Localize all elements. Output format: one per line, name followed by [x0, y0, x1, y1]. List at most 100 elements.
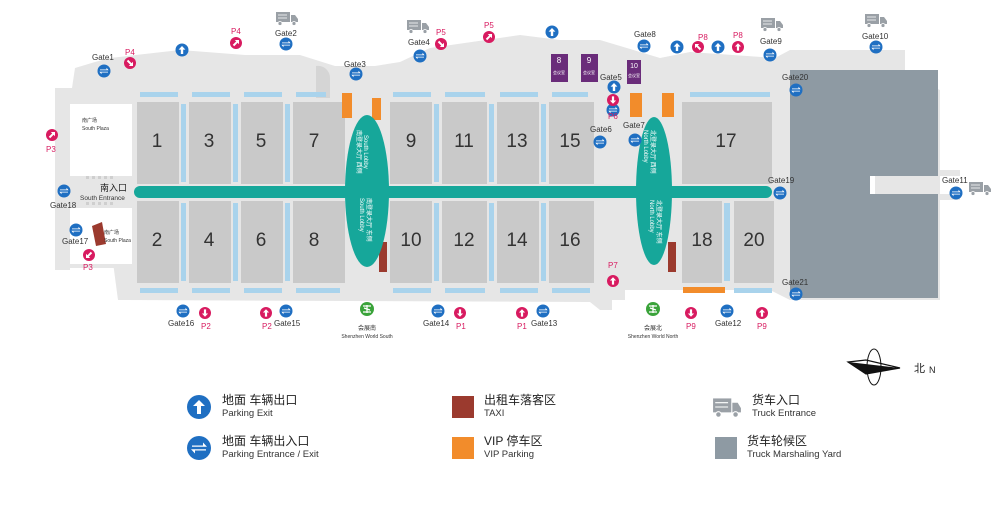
hall-15: [549, 102, 594, 184]
hall-1: [137, 102, 179, 184]
hall-14: [497, 201, 539, 283]
svg-text:South Entrance: South Entrance: [80, 195, 125, 202]
svg-text:Gate19: Gate19: [768, 176, 795, 185]
truck-icon: [713, 398, 741, 418]
svg-text:会议室: 会议室: [583, 69, 595, 75]
hall-3: [189, 102, 231, 184]
area-labels: 南广场 South Plaza 南广场 South Plaza 南入口 Sout…: [80, 117, 131, 244]
svg-text:13: 13: [506, 131, 527, 152]
svg-text:Gate14: Gate14: [423, 319, 450, 328]
svg-text:Gate9: Gate9: [760, 37, 782, 46]
north-lobby: [636, 117, 672, 265]
hall-2: [137, 201, 179, 283]
legend-label-en: Truck Entrance: [752, 408, 817, 419]
legend-label-cn: 出租车落客区: [484, 393, 557, 407]
svg-text:P5: P5: [484, 21, 494, 30]
svg-text:会议室: 会议室: [553, 69, 565, 75]
svg-text:9: 9: [587, 56, 592, 65]
hall-numbers: 1 2 3 4 5 6 7 8 9 10 11 12 13 14 15 16 1…: [152, 131, 765, 251]
hall-4: [189, 201, 231, 283]
hall-18: [682, 201, 722, 283]
svg-text:18: 18: [691, 230, 712, 251]
svg-text:Gate8: Gate8: [634, 30, 656, 39]
lobby-labels: 南登录大厅 西侧 South Lobby 南登录大厅 东侧 South Lobb…: [355, 130, 663, 244]
legend-label-en: TAXI: [484, 408, 505, 419]
svg-text:10: 10: [400, 230, 421, 251]
svg-text:Gate15: Gate15: [274, 319, 301, 328]
svg-text:Gate20: Gate20: [782, 73, 809, 82]
svg-text:South Plaza: South Plaza: [82, 126, 109, 132]
svg-text:北: 北: [914, 362, 925, 375]
blue-strips: [140, 92, 772, 293]
svg-text:7: 7: [309, 131, 320, 152]
svg-text:Gate16: Gate16: [168, 319, 195, 328]
halls-south-row: [137, 201, 774, 283]
svg-text:9: 9: [406, 131, 417, 152]
svg-text:Gate3: Gate3: [344, 60, 366, 69]
legend-label-cn: 货车入口: [752, 393, 801, 407]
vip-parking-areas: [342, 93, 725, 293]
hall-17: [682, 102, 772, 184]
hall-10: [390, 201, 432, 283]
svg-text:16: 16: [559, 230, 580, 251]
hall-8: [293, 201, 345, 283]
meeting-rooms: 8 9 10 会议室 会议室 会议室: [551, 54, 641, 84]
svg-text:South Lobby: South Lobby: [358, 198, 364, 232]
parking-labels: P1 P1 P2 P2 P3 P3 P4 P4 P5 P5 P6 P7 P8 P…: [46, 21, 767, 331]
svg-text:15: 15: [559, 131, 580, 152]
legend-label-cn: VIP 停车区: [484, 434, 543, 448]
svg-text:Gate7: Gate7: [623, 121, 645, 130]
svg-text:Gate18: Gate18: [50, 201, 77, 210]
svg-text:会议室: 会议室: [628, 72, 640, 78]
svg-text:South Lobby: South Lobby: [362, 135, 368, 169]
svg-text:2: 2: [152, 230, 163, 251]
legend-label-en: Parking Exit: [222, 408, 273, 419]
svg-text:P7: P7: [608, 261, 618, 270]
svg-text:会展南: 会展南: [358, 324, 376, 332]
svg-text:20: 20: [743, 230, 764, 251]
hall-7: [293, 102, 345, 184]
svg-text:Gate6: Gate6: [590, 125, 612, 134]
gate-labels: Gate1 Gate2 Gate3 Gate4 Gate5 Gate6 Gate…: [50, 29, 968, 328]
svg-text:P4: P4: [125, 48, 135, 57]
svg-text:P9: P9: [757, 322, 767, 331]
central-corridor: [134, 186, 772, 198]
svg-text:South Plaza: South Plaza: [104, 238, 131, 244]
svg-text:Shenzhen World South: Shenzhen World South: [341, 334, 393, 340]
svg-text:12: 12: [453, 230, 474, 251]
meeting-room-8: [551, 54, 568, 82]
svg-text:会展北: 会展北: [644, 324, 662, 332]
hall-5: [241, 102, 283, 184]
svg-text:P3: P3: [83, 263, 93, 272]
legend-label-en: Truck Marshaling Yard: [747, 449, 842, 460]
svg-text:4: 4: [204, 230, 215, 251]
svg-text:Gate5: Gate5: [600, 73, 622, 82]
svg-text:8: 8: [309, 230, 320, 251]
svg-text:P3: P3: [46, 145, 56, 154]
svg-text:P2: P2: [262, 322, 272, 331]
svg-text:Gate17: Gate17: [62, 237, 89, 246]
svg-text:Gate13: Gate13: [531, 319, 558, 328]
svg-text:North Lobby: North Lobby: [642, 130, 648, 163]
hall-16: [549, 201, 594, 283]
hall-20: [734, 201, 774, 283]
hall-12: [442, 201, 487, 283]
svg-text:Gate21: Gate21: [782, 278, 809, 287]
svg-text:南广场: 南广场: [82, 117, 97, 124]
legend-label-cn: 货车轮候区: [747, 434, 808, 448]
svg-text:1: 1: [152, 131, 163, 152]
svg-text:6: 6: [256, 230, 267, 251]
svg-text:Gate1: Gate1: [92, 53, 114, 62]
legend-label-cn: 地面 车辆出口: [222, 393, 298, 407]
taxi-swatch: [452, 396, 474, 418]
legend-label-en: VIP Parking: [484, 449, 534, 460]
svg-text:Shenzhen World North: Shenzhen World North: [628, 334, 679, 340]
south-plaza-areas: [70, 104, 132, 264]
svg-text:Gate12: Gate12: [715, 319, 742, 328]
svg-text:11: 11: [454, 131, 474, 152]
